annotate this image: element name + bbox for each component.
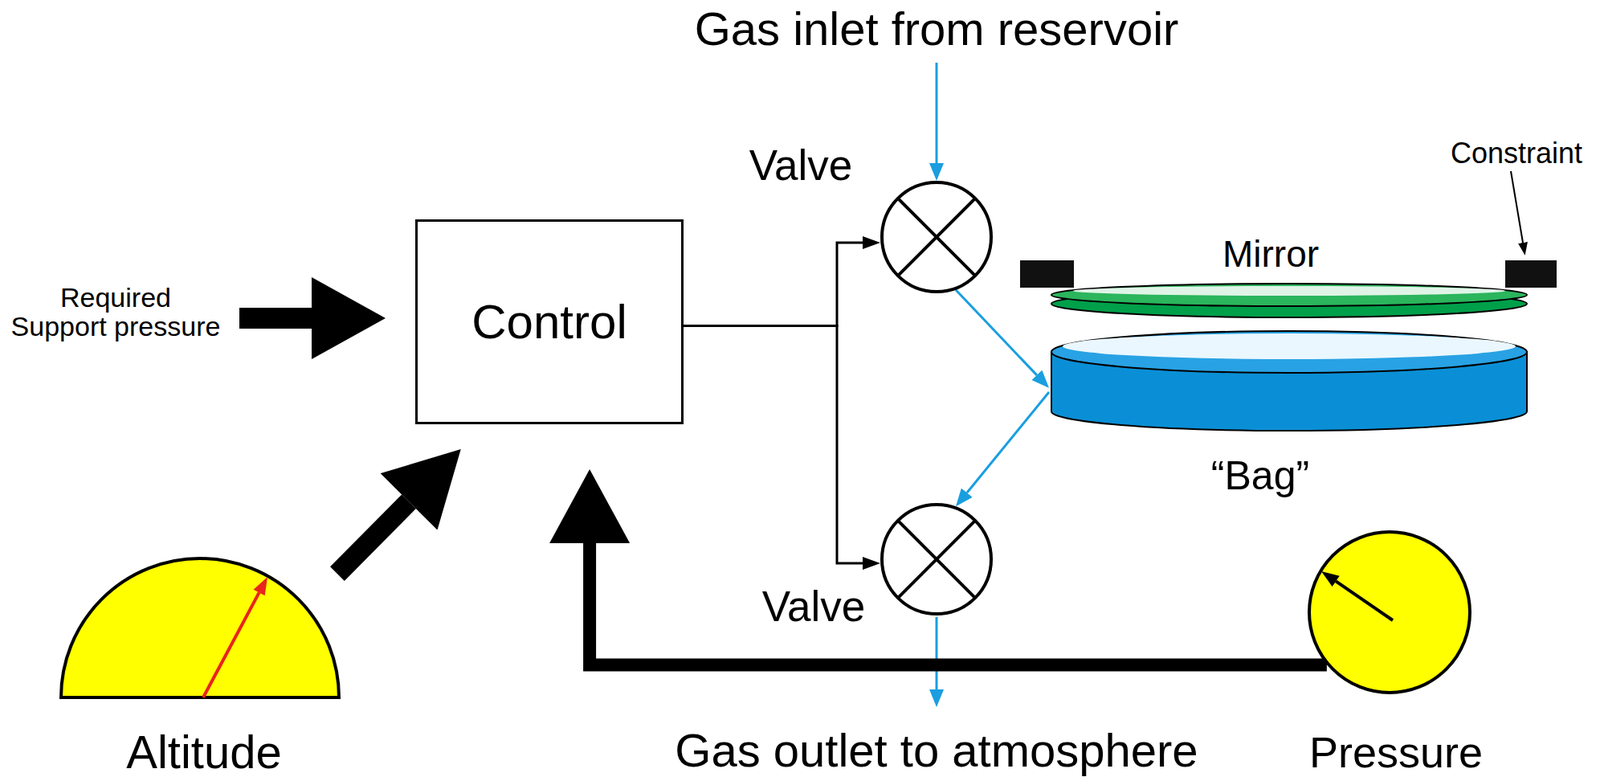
setpoint-arrow-shaft — [239, 307, 314, 329]
gas-outlet-arrow — [935, 616, 939, 690]
part-label: Constraint — [1450, 138, 1583, 169]
bag-highlight — [1062, 333, 1516, 360]
valve-cross — [897, 198, 976, 276]
mirror-outline — [1048, 273, 1530, 322]
setpoint-arrow-head — [311, 277, 386, 360]
altitude-gauge — [61, 558, 339, 698]
inlet-label: Gas inlet from reservoir — [694, 4, 1180, 54]
gas-inlet-arrow — [935, 62, 939, 164]
pressure-outline — [1307, 530, 1472, 694]
valve: Valve — [880, 502, 993, 616]
node-text: Mirror — [1222, 234, 1319, 274]
bag-outline — [1048, 329, 1530, 434]
gauge-needle-head — [253, 576, 268, 596]
valve-cross — [897, 520, 976, 598]
gauge-needle — [1335, 580, 1393, 621]
valve-cross — [897, 520, 976, 598]
node-text: Valve — [762, 583, 866, 629]
valve-circle — [881, 504, 992, 614]
altitude-outline — [59, 556, 341, 698]
node-text: Altitude — [126, 727, 282, 777]
node-text: “Bag” — [1211, 454, 1310, 498]
pressure-gauge — [1309, 531, 1470, 693]
altitude-gauge: Altitude — [59, 556, 341, 698]
bag-top — [1051, 330, 1527, 373]
gas-flow — [967, 391, 1049, 493]
valve-cross — [897, 198, 976, 276]
pressure-gauge: Pressure — [1307, 530, 1472, 694]
gauge-needle-head — [1321, 571, 1340, 587]
valve-outline — [880, 180, 993, 294]
valve-outline — [880, 502, 993, 616]
node-text: Pressure — [1309, 729, 1483, 776]
mirror: Mirror — [1048, 273, 1530, 322]
node-text: Control — [471, 296, 627, 347]
gas-flow — [955, 289, 1037, 376]
node-text: Valve — [749, 142, 854, 188]
leader-line — [1510, 171, 1523, 243]
valve: Valve — [880, 180, 993, 294]
control-line — [683, 326, 863, 564]
valve-circle — [881, 182, 992, 292]
gauge-needle — [203, 591, 260, 698]
mirror-highlight — [1073, 285, 1506, 296]
mirror-face — [1051, 283, 1527, 307]
control-line — [683, 242, 863, 327]
constraint-block — [1020, 260, 1074, 288]
setpoint-label: Required Support pressure — [10, 283, 222, 341]
constraint-block — [1505, 260, 1557, 288]
outlet-label: Gas outlet to atmosphere — [674, 726, 1198, 776]
bag: “Bag” — [1048, 329, 1530, 434]
signal-arrow — [337, 501, 409, 574]
control-box: Control — [415, 219, 684, 425]
